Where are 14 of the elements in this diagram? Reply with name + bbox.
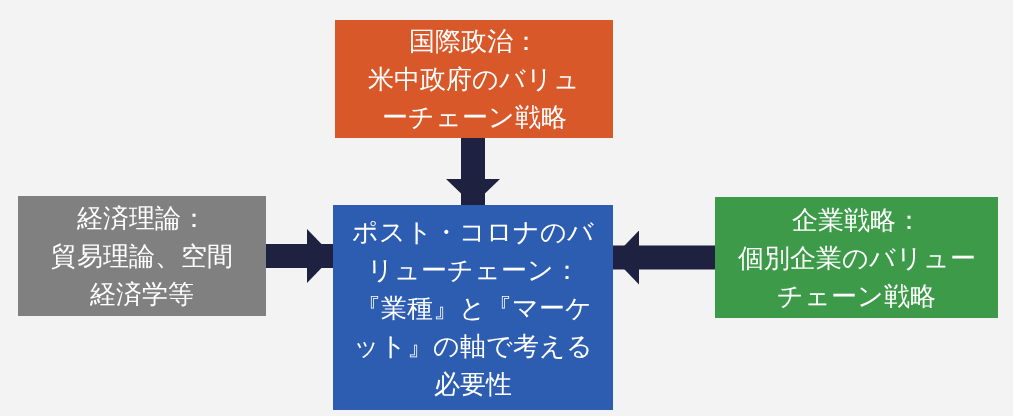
box-text: 個別企業のバリューチェーン戦略 bbox=[736, 241, 977, 313]
box-text: ポスト・コロナのバリューチェーン：『業種』と『マーケット』の軸で考える必要性 bbox=[351, 215, 595, 401]
box-heading: 国際政治： bbox=[409, 25, 539, 58]
topic-box bbox=[18, 196, 266, 316]
box-text: 米中政府のバリューチェーン戦略 bbox=[367, 63, 581, 134]
topic-box bbox=[715, 197, 998, 318]
box-heading: 経済理論： bbox=[77, 202, 207, 235]
block-arrow bbox=[613, 230, 715, 285]
box-text: 貿易理論、空間経済学等 bbox=[50, 240, 234, 311]
central-box bbox=[333, 205, 613, 410]
block-arrow bbox=[446, 138, 500, 205]
topic-box bbox=[335, 20, 613, 138]
box-heading: 企業戦略： bbox=[791, 203, 922, 237]
block-arrow bbox=[266, 229, 333, 283]
